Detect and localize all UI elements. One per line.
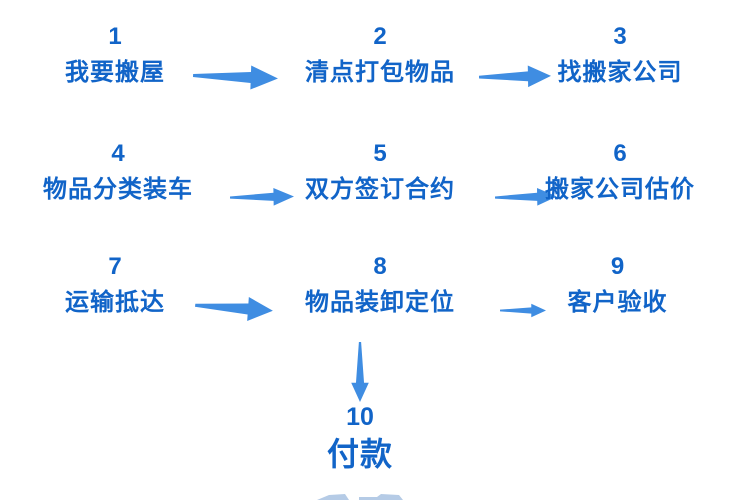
step-4-label: 物品分类装车 <box>43 176 193 203</box>
step-5: 5 双方签订合约 <box>295 139 465 207</box>
step-3-number: 3 <box>613 23 627 50</box>
step-6-label: 搬家公司估价 <box>545 176 695 203</box>
step-6: 6 搬家公司估价 <box>545 139 695 207</box>
step-1-label: 我要搬屋 <box>65 59 165 86</box>
arrow-8-to-10 <box>351 342 369 402</box>
step-7-number: 7 <box>108 253 122 280</box>
step-4-number: 4 <box>111 140 125 167</box>
step-10-number: 10 <box>346 403 374 431</box>
step-8: 8 物品装卸定位 <box>295 252 465 320</box>
arrow-2-to-3 <box>478 65 551 88</box>
arrow-8-to-9 <box>500 303 546 318</box>
step-3: 3 找搬家公司 <box>545 22 695 90</box>
step-5-number: 5 <box>373 140 387 167</box>
arrow-5-to-6 <box>494 188 557 206</box>
step-4: 4 物品分类装车 <box>33 139 203 207</box>
step-2: 2 清点打包物品 <box>295 22 465 90</box>
arrow-1-to-2 <box>192 65 278 90</box>
step-8-label: 物品装卸定位 <box>305 289 455 316</box>
step-1-number: 1 <box>108 23 122 50</box>
cutoff-shape-fragment <box>317 494 403 500</box>
step-6-number: 6 <box>613 140 627 167</box>
step-7: 7 运输抵达 <box>40 252 190 320</box>
arrow-7-to-8 <box>194 297 273 321</box>
step-2-label: 清点打包物品 <box>305 59 455 86</box>
step-7-label: 运输抵达 <box>65 289 165 316</box>
step-2-number: 2 <box>373 23 387 50</box>
step-9-label: 客户验收 <box>567 289 668 316</box>
step-8-number: 8 <box>373 253 387 280</box>
step-3-label: 找搬家公司 <box>557 59 683 86</box>
step-9-number: 9 <box>610 253 625 280</box>
step-10-label: 付款 <box>326 436 393 472</box>
step-1: 1 我要搬屋 <box>40 22 190 90</box>
step-9: 9 客户验收 <box>540 252 695 320</box>
step-10: 10 付款 <box>295 402 425 474</box>
arrow-4-to-5 <box>229 188 294 206</box>
step-5-label: 双方签订合约 <box>305 176 455 203</box>
